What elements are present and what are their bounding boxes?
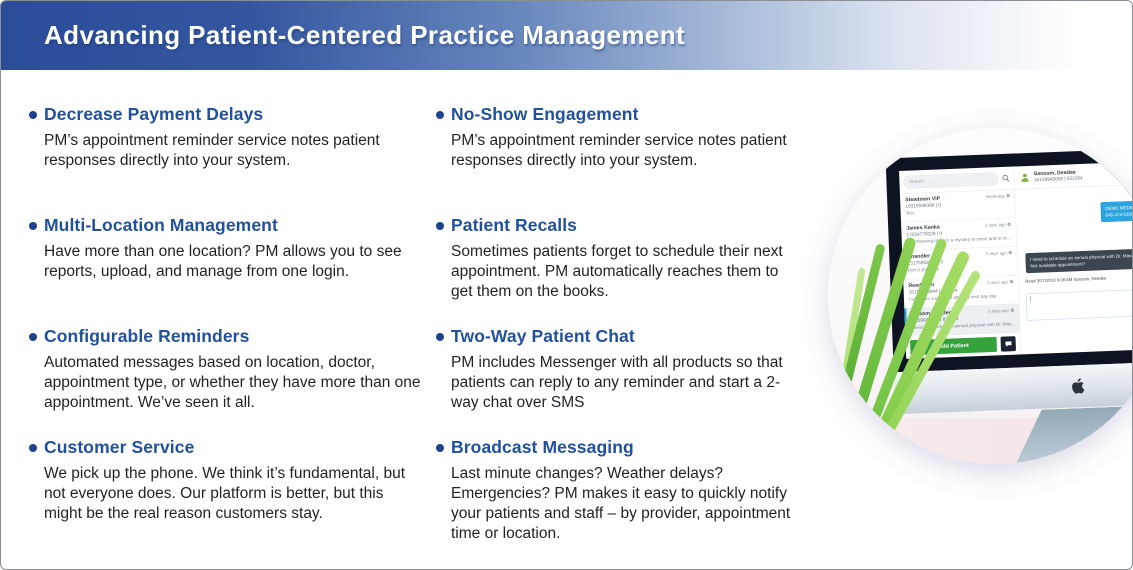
read-receipt: Read 3/27/2019 9:08 AM Sansom, Deedee	[1025, 275, 1107, 284]
patient-avatar-icon	[1021, 173, 1029, 182]
feature-multi-location-management: Multi-Location Management Have more than…	[29, 215, 421, 282]
header-banner: Advancing Patient-Centered Practice Mana…	[1, 1, 1132, 70]
product-photo: Sansom, Deedee 16159949008 | 822164 Stea…	[828, 128, 1133, 464]
feature-title: Customer Service	[44, 437, 195, 457]
incoming-message-bubble: I need to schedule an annual physical wi…	[1025, 246, 1132, 274]
bullet-icon	[436, 444, 444, 452]
feature-title: Two-Way Patient Chat	[451, 326, 635, 346]
feature-body: Have more than one location? PM allows y…	[44, 243, 402, 280]
feature-body: We pick up the phone. We think it’s fund…	[44, 465, 406, 522]
search-icon[interactable]	[1002, 174, 1010, 182]
feature-customer-service: Customer Service We pick up the phone. W…	[29, 437, 421, 524]
features-section: Decrease Payment Delays PM’s appointment…	[1, 70, 1132, 569]
conversation-list: Steadman VIP Yesterday ⚙ 19315599396 | 0…	[899, 189, 1022, 359]
feature-title: Patient Recalls	[451, 215, 577, 235]
chat-panel: March DEMO MEDICAL APPT RE 646-473-0100 …	[1015, 182, 1132, 354]
list-footer: Add Patient	[905, 332, 1020, 358]
feature-broadcast-messaging: Broadcast Messaging Last minute changes?…	[436, 437, 794, 544]
feature-body: PM’s appointment reminder service notes …	[44, 132, 380, 169]
monitor-screen: Sansom, Deedee 16159949008 | 822164 Stea…	[885, 146, 1132, 373]
chat-bubble-icon	[1005, 341, 1012, 347]
bullet-icon	[29, 444, 37, 452]
feature-body: Sometimes patients forget to schedule th…	[451, 243, 783, 300]
contact-meta: 16159949008 | 822164	[1033, 175, 1083, 183]
messenger-tool-button[interactable]	[1000, 336, 1017, 352]
gear-icon[interactable]: ⚙	[1005, 193, 1011, 199]
feature-body: Automated messages based on location, do…	[44, 354, 421, 411]
bullet-icon	[29, 111, 37, 119]
bullet-icon	[29, 222, 37, 230]
app-topbar: Sansom, Deedee 16159949008 | 822164	[899, 159, 1132, 194]
feature-two-way-patient-chat: Two-Way Patient Chat PM includes Messeng…	[436, 326, 794, 413]
messenger-app: Sansom, Deedee 16159949008 | 822164 Stea…	[899, 159, 1132, 359]
page-title: Advancing Patient-Centered Practice Mana…	[44, 20, 686, 50]
chat-date: March 27th	[1024, 228, 1132, 240]
gear-icon[interactable]: ⚙	[1009, 278, 1014, 285]
monitor-chin	[893, 360, 1132, 415]
feature-body: PM includes Messenger with all products …	[451, 354, 783, 411]
feature-decrease-payment-delays: Decrease Payment Delays PM’s appointment…	[29, 104, 421, 171]
apple-logo-icon	[1067, 373, 1089, 399]
active-contact-header: Sansom, Deedee 16159949008 | 822164	[1014, 160, 1132, 189]
feature-title: No-Show Engagement	[451, 104, 639, 124]
chat-date: March	[1022, 187, 1132, 199]
outgoing-message-bubble: DEMO MEDICAL APPT RE 646-473-0100 if you…	[1100, 197, 1132, 223]
feature-configurable-reminders: Configurable Reminders Automated message…	[29, 326, 421, 413]
gear-icon[interactable]: ⚙	[1008, 250, 1013, 256]
message-input[interactable]: |	[1025, 287, 1132, 321]
feature-title: Multi-Location Management	[44, 215, 278, 235]
bullet-icon	[29, 333, 37, 341]
feature-title: Configurable Reminders	[44, 326, 250, 346]
bullet-icon	[436, 333, 444, 341]
feature-body: Last minute changes? Weather delays? Eme…	[451, 465, 791, 542]
feature-title: Broadcast Messaging	[451, 437, 634, 457]
feature-title: Decrease Payment Delays	[44, 104, 264, 124]
feature-body: PM’s appointment reminder service notes …	[451, 132, 787, 169]
bullet-icon	[436, 111, 444, 119]
feature-no-show-engagement: No-Show Engagement PM’s appointment remi…	[436, 104, 794, 171]
plant-decoration	[828, 174, 982, 458]
bullet-icon	[436, 222, 444, 230]
monitor-stand	[1010, 404, 1133, 464]
imac-monitor: Sansom, Deedee 16159949008 | 822164 Stea…	[885, 146, 1133, 464]
gear-icon[interactable]: ⚙	[1010, 307, 1015, 313]
gear-icon[interactable]: ⚙	[1007, 221, 1012, 227]
feature-patient-recalls: Patient Recalls Sometimes patients forge…	[436, 215, 794, 302]
